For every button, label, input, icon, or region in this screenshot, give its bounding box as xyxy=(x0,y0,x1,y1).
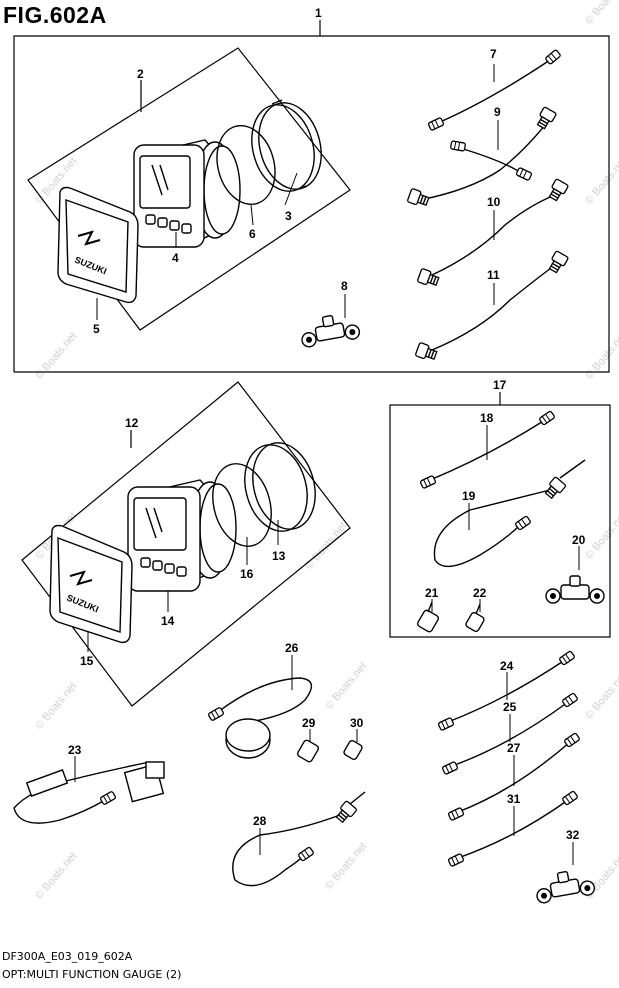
cable-28 xyxy=(232,791,366,887)
callout-7: 7 xyxy=(490,47,497,61)
o-ring-16 xyxy=(212,463,272,547)
cover-15: SUZUKI xyxy=(49,524,133,644)
cable-19 xyxy=(433,459,586,568)
callout-28: 28 xyxy=(253,814,267,828)
watermarks: © Boats.net © Boats.net © Boats.net © Bo… xyxy=(33,0,619,902)
watermark: © Boats.net xyxy=(303,520,349,572)
gauge-unit-4 xyxy=(133,139,241,248)
callout-30: 30 xyxy=(350,716,364,730)
tee-connector-32 xyxy=(532,866,597,905)
cable-7 xyxy=(427,48,562,132)
watermark: © Boats.net xyxy=(33,680,79,732)
cable-9 xyxy=(406,106,558,209)
figure-code: DF300A_E03_019_602A xyxy=(2,950,133,963)
callout-5: 5 xyxy=(93,322,100,336)
lock-nut-3 xyxy=(251,99,322,192)
callout-labels: 1 2 3 4 5 6 7 8 9 10 11 12 13 14 15 16 1… xyxy=(68,6,586,842)
callout-8: 8 xyxy=(341,279,348,293)
callout-23: 23 xyxy=(68,743,82,757)
callout-11: 11 xyxy=(487,268,500,282)
callout-26: 26 xyxy=(285,641,299,655)
cable-23 xyxy=(13,761,165,824)
tee-connector-20 xyxy=(545,575,605,604)
watermark: © Boats.net xyxy=(583,670,619,722)
callout-20: 20 xyxy=(572,533,586,547)
callout-9: 9 xyxy=(494,105,501,119)
watermark: © Boats.net xyxy=(323,840,369,892)
terminator-21 xyxy=(416,601,440,633)
callout-31: 31 xyxy=(507,792,521,806)
watermark: © Boats.net xyxy=(583,0,619,27)
callout-21: 21 xyxy=(425,586,439,600)
cable-18 xyxy=(419,410,556,490)
gauge-unit-14 xyxy=(127,479,237,592)
callout-32: 32 xyxy=(566,828,580,842)
sensor-cable-26 xyxy=(207,677,313,759)
callout-14: 14 xyxy=(161,614,175,628)
watermark: © Boats.net xyxy=(33,850,79,902)
assembly-outline-12 xyxy=(21,381,351,707)
callout-6: 6 xyxy=(249,227,256,241)
callout-18: 18 xyxy=(480,411,494,425)
callout-15: 15 xyxy=(80,654,94,668)
assembly-box-17 xyxy=(389,392,611,638)
cable-24 xyxy=(437,650,576,732)
callout-19: 19 xyxy=(462,489,476,503)
callout-25: 25 xyxy=(503,700,517,714)
terminator-22 xyxy=(465,603,485,633)
callout-27: 27 xyxy=(507,741,521,755)
callout-4: 4 xyxy=(172,251,179,265)
cover-5: SUZUKI xyxy=(57,186,139,304)
watermark: © Boats.net xyxy=(33,330,79,382)
assembly-box-1 xyxy=(13,20,610,373)
cable-10 xyxy=(416,178,570,289)
leader-lines xyxy=(74,64,580,865)
watermark: © Boats.net xyxy=(583,510,619,562)
callout-1: 1 xyxy=(315,6,322,20)
tee-connector-8 xyxy=(297,310,362,349)
callout-2: 2 xyxy=(137,67,144,81)
callout-13: 13 xyxy=(272,549,286,563)
watermark: © Boats.net xyxy=(583,330,619,382)
terminator-30 xyxy=(343,739,363,761)
lock-nut-13 xyxy=(244,442,316,532)
figure-description: OPT:MULTI FUNCTION GAUGE (2) xyxy=(2,968,182,981)
callout-3: 3 xyxy=(285,209,292,223)
terminator-29 xyxy=(296,739,320,763)
figure-title: FIG.602A xyxy=(3,2,107,28)
watermark: © Boats.net xyxy=(583,155,619,207)
callout-24: 24 xyxy=(500,659,514,673)
cable-11 xyxy=(414,250,570,363)
callout-16: 16 xyxy=(240,567,254,581)
o-ring-6 xyxy=(216,124,276,206)
callout-12: 12 xyxy=(125,416,139,430)
callout-29: 29 xyxy=(302,716,316,730)
callout-10: 10 xyxy=(487,195,501,209)
callout-17: 17 xyxy=(493,378,507,392)
watermark: © Boats.net xyxy=(323,660,369,712)
callout-22: 22 xyxy=(473,586,487,600)
